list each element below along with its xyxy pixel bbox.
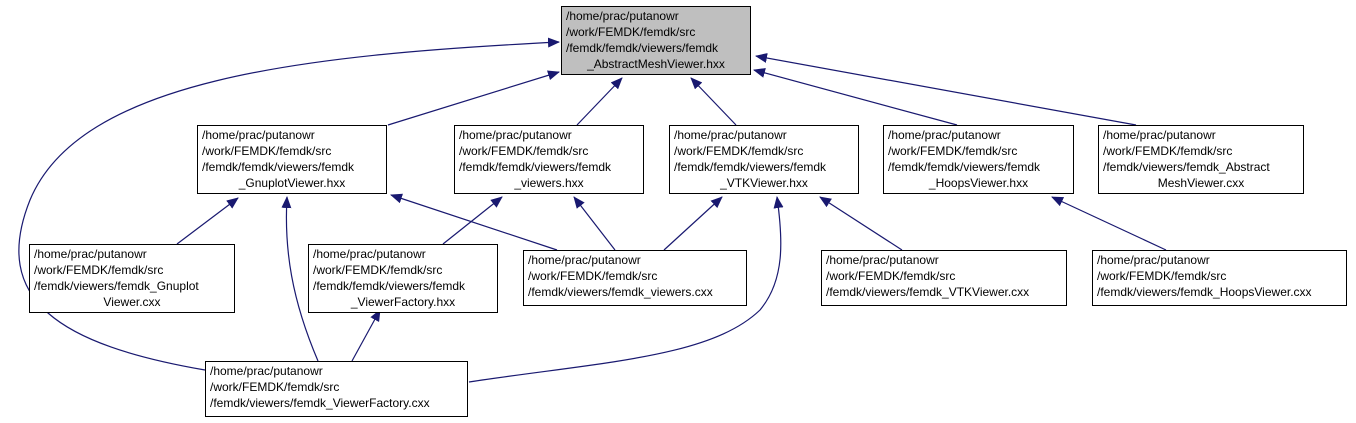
node-line: /femdk/viewers/femdk_ViewerFactory.cxx (210, 396, 430, 410)
node-line: /work/FEMDK/femdk/src (1103, 144, 1233, 158)
node-viewer-factory-hxx[interactable]: /home/prac/putanowr /work/FEMDK/femdk/sr… (308, 244, 498, 313)
node-line: _VTKViewer.hxx (720, 176, 808, 190)
node-line: /femdk/femdk/viewers/femdk (202, 160, 355, 174)
node-line: /femdk/viewers/femdk_Gnuplot (34, 279, 199, 293)
edge-factory-hxx-to-viewers-hxx (442, 196, 503, 245)
node-viewers-hxx[interactable]: /home/prac/putanowr /work/FEMDK/femdk/sr… (454, 125, 644, 194)
node-line: /work/FEMDK/femdk/src (202, 144, 332, 158)
node-line: /femdk/femdk/viewers/femdk (674, 160, 827, 174)
node-abstract-mesh-viewer-hxx[interactable]: /home/prac/putanowr /work/FEMDK/femdk/sr… (561, 6, 751, 75)
node-vtk-viewer-hxx[interactable]: /home/prac/putanowr /work/FEMDK/femdk/sr… (669, 125, 859, 194)
node-line: /work/FEMDK/femdk/src (674, 144, 804, 158)
edge-hoops-cxx-to-hoops-hxx (1051, 196, 1167, 251)
node-line: /femdk/femdk/viewers/femdk (566, 41, 719, 55)
node-line: /femdk/viewers/femdk_VTKViewer.cxx (826, 285, 1030, 299)
node-line: /home/prac/putanowr (528, 253, 641, 267)
node-abstract-mesh-viewer-cxx[interactable]: /home/prac/putanowr /work/FEMDK/femdk/sr… (1098, 125, 1304, 194)
node-line: /home/prac/putanowr (313, 247, 426, 261)
node-line: /work/FEMDK/femdk/src (459, 144, 589, 158)
node-line: Viewer.cxx (103, 295, 161, 309)
node-line: /home/prac/putanowr (34, 247, 147, 261)
edge-viewers-hxx-to-root (576, 77, 623, 126)
node-line: /work/FEMDK/femdk/src (313, 263, 443, 277)
node-line: /home/prac/putanowr (674, 128, 787, 142)
node-line: /work/FEMDK/femdk/src (528, 269, 658, 283)
node-line: _AbstractMeshViewer.hxx (587, 57, 725, 71)
node-line: MeshViewer.cxx (1157, 176, 1245, 190)
node-line: /femdk/viewers/femdk_Abstract (1103, 160, 1270, 174)
edge-gnuplot-hxx-to-root (387, 70, 560, 126)
edge-abstract-cxx-to-root (755, 53, 1137, 126)
node-line: _HoopsViewer.hxx (928, 176, 1029, 190)
node-line: /femdk/femdk/viewers/femdk (313, 279, 466, 293)
node-line: /home/prac/putanowr (888, 128, 1001, 142)
node-hoops-viewer-cxx[interactable]: /home/prac/putanowr /work/FEMDK/femdk/sr… (1092, 250, 1347, 306)
edge-factory-cxx-to-gnuplot-hxx (281, 196, 319, 362)
edge-vtk-cxx-to-vtk-hxx (819, 196, 903, 251)
node-gnuplot-viewer-hxx[interactable]: /home/prac/putanowr /work/FEMDK/femdk/sr… (197, 125, 387, 194)
edge-factory-cxx-to-factory-hxx (351, 309, 381, 362)
edge-factory-cxx-to-vtk-hxx (468, 196, 784, 383)
edge-gnuplot-cxx-to-gnuplot-hxx (176, 197, 239, 245)
edge-viewers-cxx-to-vtk-hxx (663, 196, 723, 251)
node-line: /femdk/viewers/femdk_HoopsViewer.cxx (1097, 285, 1312, 299)
node-line: /work/FEMDK/femdk/src (888, 144, 1018, 158)
node-vtk-viewer-cxx[interactable]: /home/prac/putanowr /work/FEMDK/femdk/sr… (821, 250, 1067, 306)
node-hoops-viewer-hxx[interactable]: /home/prac/putanowr /work/FEMDK/femdk/sr… (883, 125, 1074, 194)
node-line: /femdk/viewers/femdk_viewers.cxx (528, 285, 713, 299)
node-line: _GnuplotViewer.hxx (238, 176, 346, 190)
node-line: /home/prac/putanowr (1103, 128, 1216, 142)
edge-vtk-hxx-to-root (690, 77, 737, 126)
edge-viewers-cxx-to-gnuplot-hxx (390, 193, 558, 251)
node-line: /work/FEMDK/femdk/src (34, 263, 164, 277)
node-line: /home/prac/putanowr (459, 128, 572, 142)
node-line: /work/FEMDK/femdk/src (210, 380, 340, 394)
node-viewer-factory-cxx[interactable]: /home/prac/putanowr /work/FEMDK/femdk/sr… (205, 361, 468, 417)
node-line: _viewers.hxx (514, 176, 584, 190)
node-line: /work/FEMDK/femdk/src (1097, 269, 1227, 283)
node-line: /home/prac/putanowr (566, 9, 679, 23)
node-line: /home/prac/putanowr (210, 364, 323, 378)
node-line: /work/FEMDK/femdk/src (566, 25, 696, 39)
node-line: /work/FEMDK/femdk/src (826, 269, 956, 283)
node-line: /home/prac/putanowr (202, 128, 315, 142)
node-line: /home/prac/putanowr (826, 253, 939, 267)
edge-factory-cxx-to-root (18, 37, 560, 371)
node-viewers-cxx[interactable]: /home/prac/putanowr /work/FEMDK/femdk/sr… (523, 250, 747, 306)
edge-viewers-cxx-to-viewers-hxx (573, 196, 616, 251)
node-line: /home/prac/putanowr (1097, 253, 1210, 267)
node-gnuplot-viewer-cxx[interactable]: /home/prac/putanowr /work/FEMDK/femdk/sr… (29, 244, 235, 313)
node-line: /femdk/femdk/viewers/femdk (888, 160, 1041, 174)
node-line: _ViewerFactory.hxx (350, 295, 456, 309)
node-line: /femdk/femdk/viewers/femdk (459, 160, 612, 174)
edge-hoops-hxx-to-root (753, 68, 958, 126)
